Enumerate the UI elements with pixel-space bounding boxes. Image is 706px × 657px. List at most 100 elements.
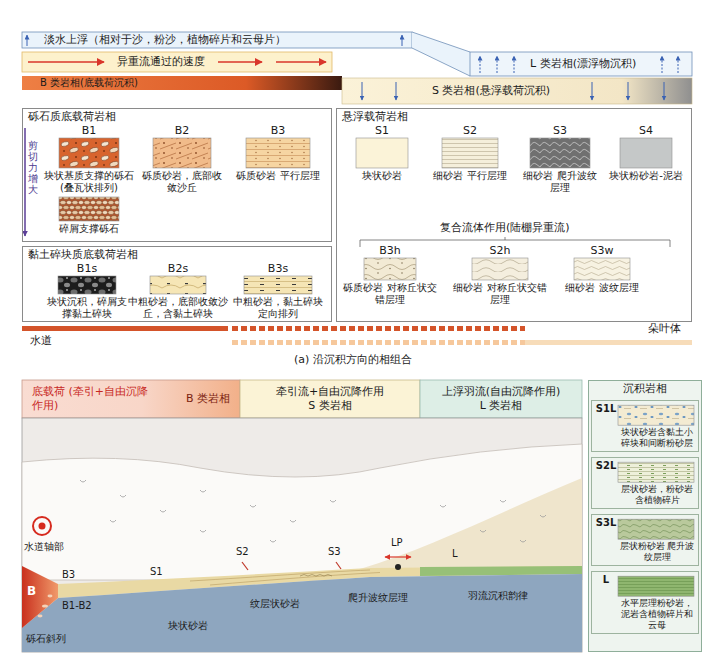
facies-description: 块状基质支撑的砾石(叠瓦状排列) [44,170,134,194]
facies-code: S1 [342,124,422,137]
facies-code: S3L [594,517,618,563]
facies-texture [618,405,694,425]
panel-title: 黏土碎块质底载荷岩相 [23,247,331,262]
texture-slot [530,138,590,168]
facies-texture [618,519,694,539]
facies-code: B3h [342,244,438,257]
texture-slot [59,138,119,168]
facies-sample: 碎屑支撑砾石 [44,196,134,235]
facies-description: 细砂岩 爬升波纹层理 [520,170,600,194]
facies-code: S2h [452,244,548,257]
facies-texture [530,138,590,168]
facies-texture [574,258,630,280]
section-label: 朵叶体 [648,322,681,335]
texture-slot [150,276,206,294]
facies-sample: S1块状砂岩 [342,124,422,182]
cross-section [22,574,582,652]
facies-code: B3s [230,262,326,275]
texture-slot [244,276,312,294]
facies-description: 砾质砂岩 对称丘状交错层理 [342,282,438,306]
texture-slot [58,276,116,294]
card-column: 水平层理粉砂岩，泥岩含植物碎片和云母 [618,574,696,631]
cross-section [200,490,206,492]
facies-texture [620,138,672,168]
facies-description: 层状砂岩，粉砂岩含植物碎片 [618,484,696,506]
facies-code: S3 [520,124,600,137]
facies-sample: S2h细砂岩 对称丘状交错层理 [452,244,548,306]
cross-section [33,517,51,535]
cross-section [110,520,116,522]
flow-arrow [24,128,26,236]
cross-section [42,604,48,607]
facies-card: L水平层理粉砂岩，泥岩含植物碎片和云母 [591,571,699,634]
flow-arrow [678,56,679,73]
facies-sample: S4块状粉砂岩-泥岩 [606,124,686,182]
environment-bar [525,340,692,345]
texture-slot [472,258,528,280]
cross-section [270,540,276,542]
cross-section [480,530,486,532]
flow-arrow [514,56,515,73]
flow-arrow [497,56,498,73]
cross-section [160,510,166,512]
texture-slot [618,576,694,596]
flow-band: L 类岩相(漂浮物沉积) [470,52,692,76]
section-label: 爬升波纹层理 [348,592,408,604]
cross-section [440,505,446,507]
facies-texture [618,462,694,482]
facies-sample: B3h 砾质砂岩 对称丘状交错层理 [342,244,438,306]
facies-description: 块状粉砂岩-泥岩 [606,170,686,182]
facies-texture [150,276,206,294]
section-label: S1 [150,566,163,578]
facies-code: S1L [594,403,618,449]
facies-texture [356,138,408,168]
flow-bands [22,32,692,104]
facies-description: 细砂岩 平行层理 [430,170,510,182]
flow-arrow [662,56,663,73]
cross-section [395,564,401,570]
cross-section [520,540,526,542]
facies-card: S2L层状砂岩，粉砂岩含植物碎片 [591,457,699,509]
cross-section [330,500,336,502]
flow-arrow [402,35,403,46]
facies-sample: B1块状基质支撑的砾石(叠瓦状排列) [44,124,134,194]
facies-texture [618,576,694,596]
facies-panel: S1块状砂岩S2细砂岩 平行层理S3细砂岩 爬升波纹层理S4块状粉砂岩-泥岩B3… [336,108,692,322]
facies-description: 砾质砂岩 平行层理 [232,170,324,182]
facies-texture [59,138,119,168]
section-label: B3 [62,569,75,581]
cross-section [39,523,46,530]
cross-section [336,562,341,569]
facies-panel: B1s块状沉积，碎屑支撑黏土碎块B2s中粗砂岩，底部收敛沙丘，含黏土碎块B3s中… [22,246,332,322]
figure-caption: (a) 沿沉积方向的相组合 [0,353,706,366]
flow-band: S 类岩相(悬浮载荷沉积) [342,78,692,104]
section-label: B [27,584,36,598]
texture-slot [59,197,119,221]
band-label: 上浮羽流(自由沉降作用) [442,385,561,399]
flow-arrow [628,82,629,100]
texture-slot [356,138,408,168]
cross-section [22,418,582,652]
flow-arrow [25,35,678,236]
cross-section [80,480,86,482]
cross-section [500,500,506,502]
cross-section [360,478,582,570]
section-label: 羽流沉积韵律 [468,590,528,602]
facies-texture [472,258,528,280]
facies-code: B3 [232,124,324,137]
environment-bar [232,340,525,345]
cross-section [22,444,582,580]
band-label: L 类岩相(漂浮物沉积) [530,57,636,70]
flow-arrow [276,61,326,63]
flow-arrow [592,82,593,100]
facies-texture [59,197,119,221]
flow-arrow [218,61,262,63]
facies-code: B1s [44,262,130,275]
band-label: B 类岩相 [186,392,230,406]
environment-bar [22,326,228,331]
section-label: S2 [236,546,249,558]
band-label: L 类岩相 [480,399,523,413]
section-label: 块状砂岩 [168,620,208,632]
flow-bands [412,32,470,52]
cross-section [120,495,126,497]
